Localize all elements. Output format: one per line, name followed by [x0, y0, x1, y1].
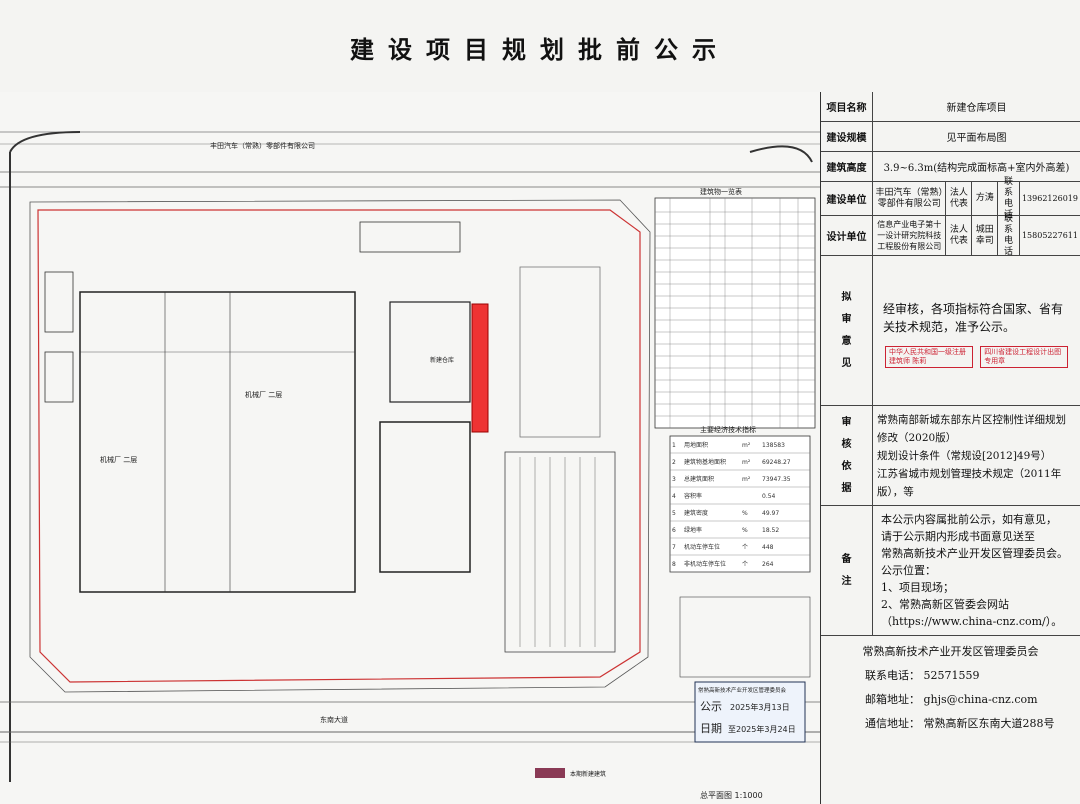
tech-cell: 容积率	[684, 492, 702, 500]
legend-swatch	[535, 768, 565, 778]
remark-line-6: 2、常熟高新区管委会网站	[881, 598, 1009, 611]
tech-cell: 机动车停车位	[684, 543, 720, 551]
project-name-label: 项目名称	[821, 92, 873, 121]
publicity-start: 2025年3月13日	[730, 702, 790, 712]
publicity-start-label: 公示	[700, 700, 722, 713]
page-title: 建设项目规划批前公示	[350, 35, 730, 64]
tech-cell: 总建筑面积	[684, 475, 714, 483]
remark-line-4: 公示位置：	[881, 564, 936, 577]
tech-cell: 7	[672, 544, 676, 551]
tech-cell: 73947.35	[762, 476, 791, 483]
tech-cell: 6	[672, 527, 676, 534]
basis-line-3: 江苏省城市规划管理技术规定（2011年版），等	[877, 467, 1062, 498]
builder-phone-label: 联系电话	[998, 177, 1020, 220]
building-label-2: 机械厂 二层	[245, 390, 282, 399]
new-warehouse-highlight	[471, 303, 489, 433]
site-boundary	[37, 209, 641, 683]
scale-note: 总平面图 1:1000	[700, 790, 763, 800]
designer-name: 信息产业电子第十一设计研究院科技工程股份有限公司	[873, 216, 947, 255]
building-table-title: 建筑物一览表	[700, 187, 742, 196]
publicity-stamp	[694, 681, 806, 743]
tech-cell: 3	[672, 476, 676, 483]
basis-line-1: 常熟南部新城东部东片区控制性详细规划修改（2020版）	[877, 413, 1066, 444]
tech-cell: 建筑物基地面积	[684, 458, 726, 466]
contact-address: 通信地址： 常熟高新区东南大道288号	[865, 717, 1055, 730]
building-factory-2	[379, 421, 471, 573]
tech-cell: 2	[672, 459, 676, 466]
tech-cell: 1	[672, 442, 676, 449]
basis-line-2: 规划设计条件（常规设[2012]49号）	[877, 449, 1052, 462]
tech-cell: 用地面积	[684, 441, 708, 449]
height-label: 建筑高度	[821, 152, 873, 181]
tech-cell: 个	[742, 544, 748, 551]
builder-rep: 方涛	[972, 182, 999, 215]
builder-label: 建设单位	[821, 182, 873, 215]
designer-label: 设计单位	[821, 216, 873, 255]
legend-box	[679, 596, 811, 678]
builder-rep-label: 法人代表	[946, 182, 973, 215]
publicity-end-label: 日期	[700, 722, 722, 735]
design-stamp: 四川省建设工程设计出图专用章	[980, 345, 1069, 368]
tech-cell: 非机动车停车位	[684, 560, 726, 568]
builder-phone: 13962126019	[1021, 194, 1078, 203]
designer-rep-label: 法人代表	[946, 216, 973, 255]
architect-stamp: 中华人民共和国一级注册建筑师 陈莉	[885, 345, 973, 368]
basis-label: 审核 依据	[821, 406, 873, 505]
tech-cell: m²	[742, 459, 751, 466]
contact-email: 邮箱地址： ghjs@china-cnz.com	[865, 693, 1038, 706]
designer-rep: 城田幸司	[972, 216, 999, 255]
building-table	[654, 197, 816, 429]
designer-phone-label: 联系电话	[998, 214, 1020, 257]
remark-line-3: 常熟高新技术产业开发区管理委员会。	[881, 547, 1068, 560]
tech-cell: 49.97	[762, 510, 779, 517]
tech-cell: 建筑密度	[684, 509, 708, 517]
project-name: 新建仓库项目	[946, 103, 1007, 114]
publicity-stamp-title: 常熟高新技术产业开发区管理委员会	[698, 686, 787, 694]
building-label-1: 机械厂 二层	[100, 455, 137, 464]
south-road-label: 东南大道	[320, 715, 348, 724]
building-label-3: 新建仓库	[430, 356, 454, 364]
org-name: 常熟高新技术产业开发区管理委员会	[862, 645, 1039, 658]
opinion-text: 经审核，各项指标符合国家、省有关技术规范，准予公示。	[883, 301, 1064, 334]
height-value: 3.9~6.3m(结构完成面标高+室内外高差)	[883, 163, 1070, 174]
tech-cell: %	[742, 527, 748, 534]
publicity-end: 至2025年3月24日	[728, 724, 796, 734]
contact-phone: 联系电话： 52571559	[865, 669, 980, 682]
tech-cell: 5	[672, 510, 676, 517]
contact-footer: 常熟高新技术产业开发区管理委员会 联系电话： 52571559 邮箱地址： gh…	[821, 636, 1080, 740]
tech-cell: 138583	[762, 442, 785, 449]
designer-phone: 15805227611	[1021, 231, 1078, 240]
tech-table-title: 主要经济技术指标	[700, 425, 756, 434]
tech-cell: 4	[672, 493, 676, 500]
remark-line-7: （https://www.china-cnz.com/）。	[881, 615, 1063, 628]
builder-name: 丰田汽车（常熟）零部件有限公司	[873, 182, 947, 215]
remark-label: 备注	[821, 506, 873, 635]
north-road-label: 丰田汽车（常熟）零部件有限公司	[210, 141, 315, 150]
scale-label: 建设规模	[821, 122, 873, 151]
opinion-label: 拟审 意见	[821, 256, 873, 405]
parking-lot	[504, 451, 616, 653]
tech-cell: 0.54	[762, 493, 776, 500]
tech-cell: 18.52	[762, 527, 779, 534]
site-plan-drawing: 丰田汽车（常熟）零部件有限公司 机械厂 二层 机械厂 二层 新建仓库 东南大道 …	[0, 92, 820, 804]
tech-cell: m²	[742, 476, 751, 483]
tech-cell: 绿地率	[684, 526, 702, 534]
tech-cell: m²	[742, 442, 751, 449]
legend-note: 本期新建建筑	[570, 770, 606, 778]
building-machinery-1	[79, 291, 356, 593]
scale-value: 见平面布局图	[946, 133, 1007, 144]
info-panel: 项目名称 新建仓库项目 建设规模 见平面布局图 建筑高度 3.9~6.3m(结构…	[820, 92, 1080, 804]
tech-cell: %	[742, 510, 748, 517]
tech-cell: 448	[762, 544, 774, 551]
tech-cell: 264	[762, 561, 774, 568]
tech-cell: 8	[672, 561, 676, 568]
remark-line-2: 请于公示期内形成书面意见送至	[881, 530, 1035, 543]
remark-line-5: 1、项目现场；	[881, 581, 954, 594]
tech-cell: 69248.27	[762, 459, 791, 466]
tech-cell: 个	[742, 561, 748, 568]
remark-line-1: 本公示内容属批前公示，如有意见，	[881, 513, 1057, 526]
